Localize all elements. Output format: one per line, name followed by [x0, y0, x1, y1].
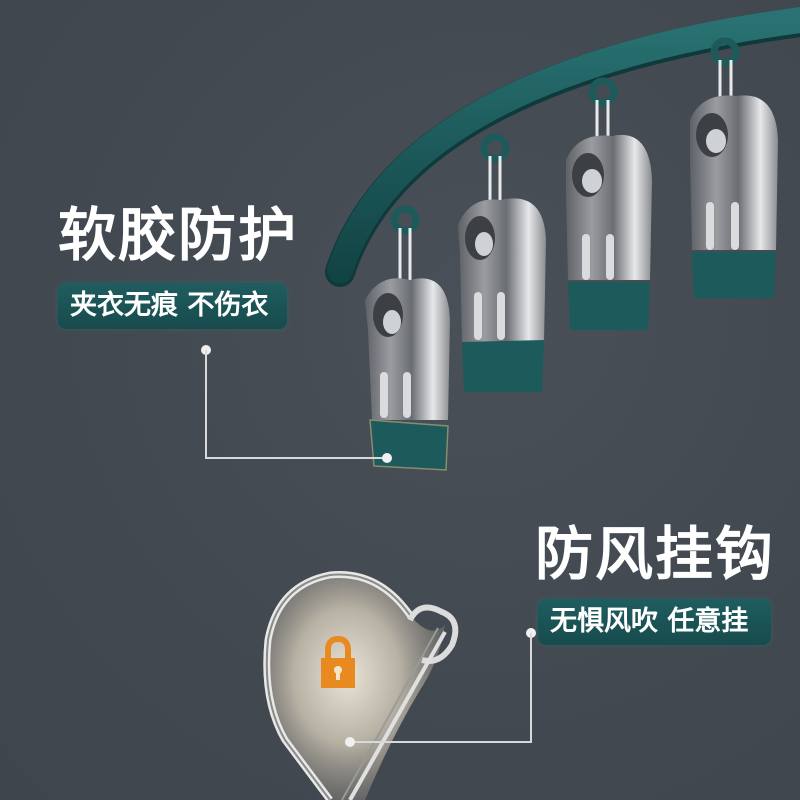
callout-1-end-dot	[382, 453, 392, 463]
callout-2-vertical-line	[530, 633, 532, 743]
callout-2-horizontal-line	[352, 741, 532, 743]
callout-1-horizontal-line	[205, 457, 387, 459]
windproof-hook	[263, 571, 459, 800]
feature-1-title: 软胶防护	[58, 201, 299, 269]
callout-1-vertical-line	[205, 350, 207, 458]
feature-1-badge: 夹衣无痕 不伤衣	[58, 283, 287, 329]
feature-2-title: 防风挂钩	[535, 520, 776, 588]
lock-icon	[321, 635, 355, 688]
feature-2-badge: 无惧风吹 任意挂	[538, 599, 771, 645]
callout-2-end-dot	[345, 737, 355, 747]
